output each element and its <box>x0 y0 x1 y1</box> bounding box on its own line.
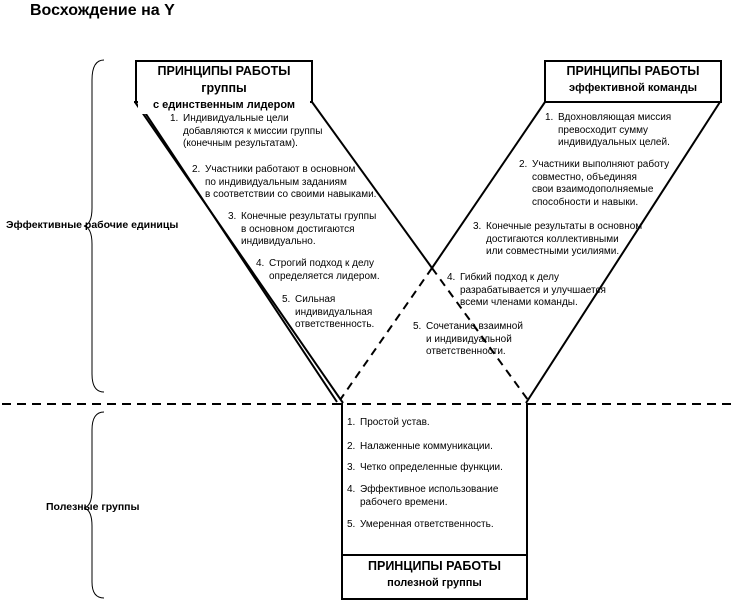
right-item-3-number: 3. <box>473 221 482 232</box>
left-item-3-text: Конечные результаты группы <box>241 211 377 222</box>
left-item-2-line: 2. Участники работают в основном <box>192 164 376 177</box>
right-item-1-line: превосходит сумму <box>558 124 649 136</box>
bottom-item-4-line: рабочего времени. <box>360 496 448 508</box>
bottom-item-2-line: 2. Налаженные коммуникации. <box>347 441 493 454</box>
right-item-4-line: разрабатывается и улучшается <box>460 284 606 296</box>
right-item-2-line: 2. Участники выполняют работу <box>519 159 669 172</box>
right-item-3-line: 3. Конечные результаты в основном <box>473 221 642 234</box>
bottom-box-title: ПРИНЦИПЫ РАБОТЫ полезной группы <box>344 558 525 592</box>
right-item-4-line: всеми членами команды. <box>460 297 578 308</box>
right-item-1-text: Вдохновляющая миссия <box>558 112 672 123</box>
right-item-2-number: 2. <box>519 159 528 170</box>
left-item-1-text: Индивидуальные цели <box>183 113 289 124</box>
left-item-5-line: индивидуальная <box>295 306 373 318</box>
right-item-5-line: 5. Сочетание взаимной <box>413 321 523 334</box>
bottom-item-4-text: Эффективное использование <box>360 484 499 495</box>
left-item-1-number: 1. <box>170 113 179 124</box>
label-effective-units: Эффективные рабочие единицы <box>6 219 179 231</box>
right-item-3-text: Конечные результаты в основном <box>486 221 643 232</box>
left-item-1-line: 1. Индивидуальные цели <box>170 113 322 126</box>
right-box-line2: эффективной команды <box>569 82 697 94</box>
left-box-line2: с единственным лидером <box>152 99 296 111</box>
bottom-item-4-number: 4. <box>347 484 356 495</box>
left-item-5-line: ответственность. <box>295 319 375 330</box>
right-item-5-text: Сочетание взаимной <box>426 321 523 332</box>
bottom-item-3-line: 3. Четко определенные функции. <box>347 462 503 475</box>
upper-brace <box>83 59 105 393</box>
right-box-title: ПРИНЦИПЫ РАБОТЫ эффективной команды <box>547 63 719 97</box>
left-item-4-line: 4. Строгий подход к делу <box>256 258 380 271</box>
right-item-2-line: способности и навыки. <box>532 196 639 208</box>
left-item-2-text: Участники работают в основном <box>205 164 356 175</box>
left-item-4-line: определяется лидером. <box>269 270 380 282</box>
right-arm-inner <box>431 101 546 269</box>
bottom-box-line1: ПРИНЦИПЫ РАБОТЫ <box>368 559 501 573</box>
right-box-line1: ПРИНЦИПЫ РАБОТЫ <box>566 64 700 78</box>
bottom-item-5-number: 5. <box>347 519 356 530</box>
left-item-4-number: 4. <box>256 258 265 269</box>
left-arm-outer <box>134 101 344 404</box>
left-item-3-line: в основном достигаются <box>241 223 355 235</box>
page-title: Восхождение на Y <box>30 2 175 19</box>
right-item-4-line: 4. Гибкий подход к делу <box>447 272 606 285</box>
bottom-box-line2: полезной группы <box>387 577 482 589</box>
right-item-2-line: совместно, объединяя <box>532 171 637 183</box>
bottom-item-2-text: Налаженные коммуникации. <box>360 441 493 452</box>
bottom-item-3-number: 3. <box>347 462 356 473</box>
left-item-1-line: добавляются к миссии группы <box>183 125 323 137</box>
bottom-item-3-text: Четко определенные функции. <box>360 462 503 473</box>
right-item-1-line: 1. Вдохновляющая миссия <box>545 112 671 125</box>
bottom-item-1-number: 1. <box>347 417 356 428</box>
left-box-title: ПРИНЦИПЫ РАБОТЫ группы с единственным ли… <box>138 63 310 114</box>
left-arm-inner <box>311 101 433 269</box>
right-item-5-number: 5. <box>413 321 422 332</box>
bottom-item-2-number: 2. <box>347 441 356 452</box>
left-item-5-line: 5. Сильная <box>282 294 374 307</box>
left-item-2-line: по индивидуальным заданиям <box>205 176 347 188</box>
right-arm-outer <box>525 101 721 404</box>
right-item-1-line: индивидуальных целей. <box>558 137 670 148</box>
left-item-5-number: 5. <box>282 294 291 305</box>
left-item-3-number: 3. <box>228 211 237 222</box>
bottom-item-1: 1. Простой устав. <box>347 417 430 430</box>
bottom-item-5: 5. Умеренная ответственность. <box>347 519 494 532</box>
left-item-3-line: 3. Конечные результаты группы <box>228 211 376 224</box>
bottom-item-5-text: Умеренная ответственность. <box>360 519 494 530</box>
left-item-5-text: Сильная <box>295 294 336 305</box>
right-item-4-text: Гибкий подход к делу <box>460 272 559 283</box>
left-box-line1: ПРИНЦИПЫ РАБОТЫ группы <box>157 64 291 95</box>
right-item-4-number: 4. <box>447 272 456 283</box>
bottom-item-5-line: 5. Умеренная ответственность. <box>347 519 494 532</box>
right-item-5-line: ответственности. <box>426 346 506 357</box>
bottom-item-3: 3. Четко определенные функции. <box>347 462 503 475</box>
left-item-2-number: 2. <box>192 164 201 175</box>
left-item-1-line: (конечным результатам). <box>183 138 298 149</box>
right-item-3-line: достигаются коллективными <box>486 233 619 245</box>
bottom-item-2: 2. Налаженные коммуникации. <box>347 441 493 454</box>
bottom-item-1-line: 1. Простой устав. <box>347 417 430 430</box>
right-item-2-line: свои взаимодополняемые <box>532 184 654 195</box>
left-item-4-text: Строгий подход к делу <box>269 258 375 269</box>
lower-brace <box>83 411 105 599</box>
right-item-2-text: Участники выполняют работу <box>532 159 670 170</box>
left-item-2-line: в соответствии со своими навыками. <box>205 189 377 200</box>
bottom-item-4-line: 4. Эффективное использование <box>347 484 498 497</box>
bottom-item-1-text: Простой устав. <box>360 417 430 428</box>
right-item-1-number: 1. <box>545 112 554 123</box>
right-item-5-line: и индивидуальной <box>426 333 512 345</box>
right-item-3-line: или совместными усилиями. <box>486 246 620 257</box>
left-item-3-line: индивидуально. <box>241 236 316 247</box>
label-useful-groups: Полезные группы <box>46 501 140 513</box>
